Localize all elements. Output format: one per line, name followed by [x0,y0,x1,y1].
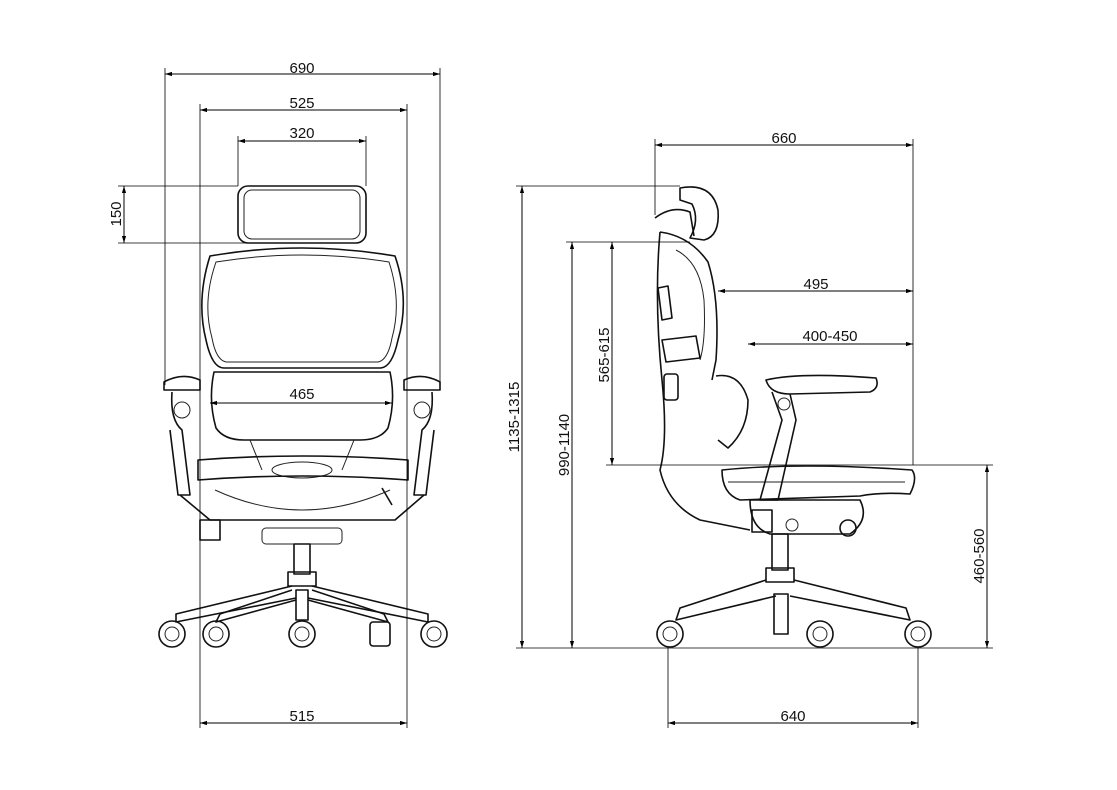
side-caster-wheels [656,620,932,648]
dim-overall-width: 690 [289,60,314,77]
dim-backrest-height: 565-615 [596,327,613,382]
dim-backrest-top-height: 990-1140 [556,414,573,476]
side-chair-outline [654,186,932,648]
dim-seat-width: 465 [289,386,314,403]
dim-headrest-height: 150 [108,201,125,226]
dim-back-width: 525 [289,95,314,112]
front-view: 690 525 320 150 465 515 [108,60,448,728]
dim-base-depth: 640 [780,708,805,725]
dim-headrest-width: 320 [289,125,314,142]
dim-seat-height: 460-560 [971,528,988,583]
dim-armrest-depth: 400-450 [802,328,857,345]
side-dimension-lines [516,139,993,728]
front-dimension-lines [118,68,441,728]
dim-total-height: 1135-1315 [506,382,523,453]
dim-back-to-armrest: 495 [803,276,828,293]
side-view: 660 495 400-450 1135-1315 990-1140 565-6… [506,130,993,728]
front-chair-outline [158,185,448,648]
caster-wheels [158,620,448,648]
dim-base-width: 515 [289,708,314,725]
dim-overall-depth: 660 [771,130,796,147]
